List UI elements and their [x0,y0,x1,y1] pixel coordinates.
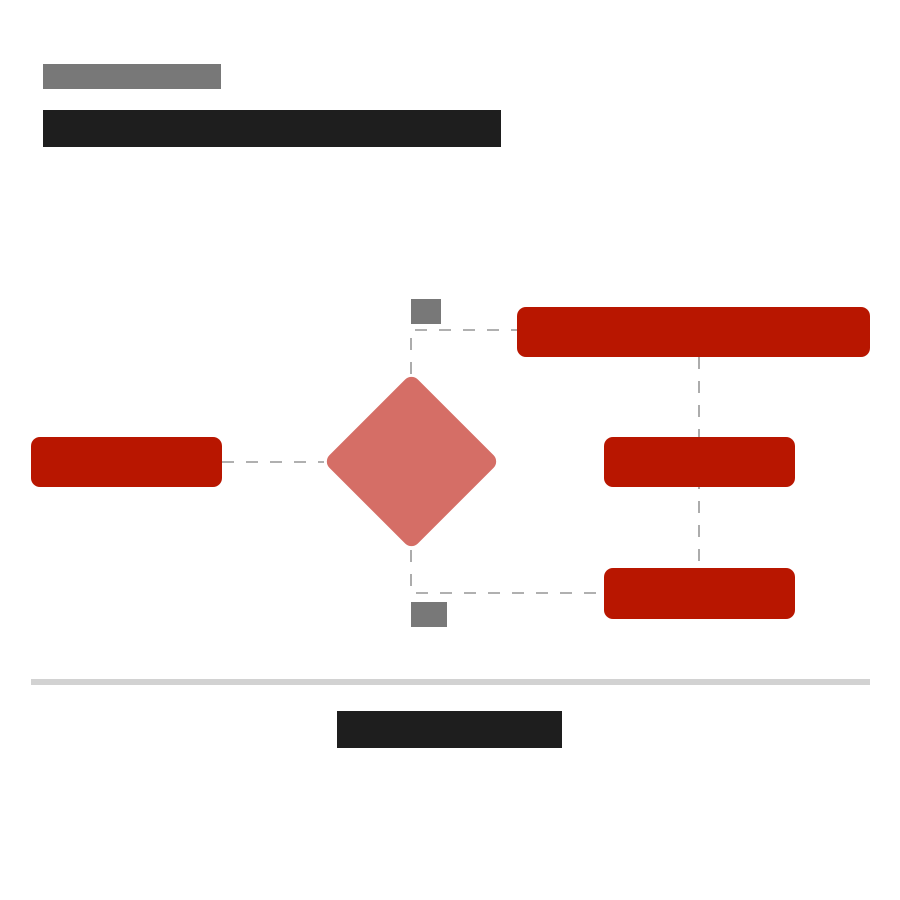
edge-label-lower [411,602,447,627]
edge-decision-to-bottom [410,550,604,594]
footer-divider [31,679,870,685]
node-bottom [604,568,795,619]
edge-decision-to-top [410,329,517,374]
edge-label-upper [411,299,441,324]
diagram-title [43,110,501,147]
node-middle [604,437,795,487]
diagram-eyebrow [43,64,221,89]
node-start [31,437,222,487]
node-top [517,307,870,357]
diagram-caption [337,711,562,748]
